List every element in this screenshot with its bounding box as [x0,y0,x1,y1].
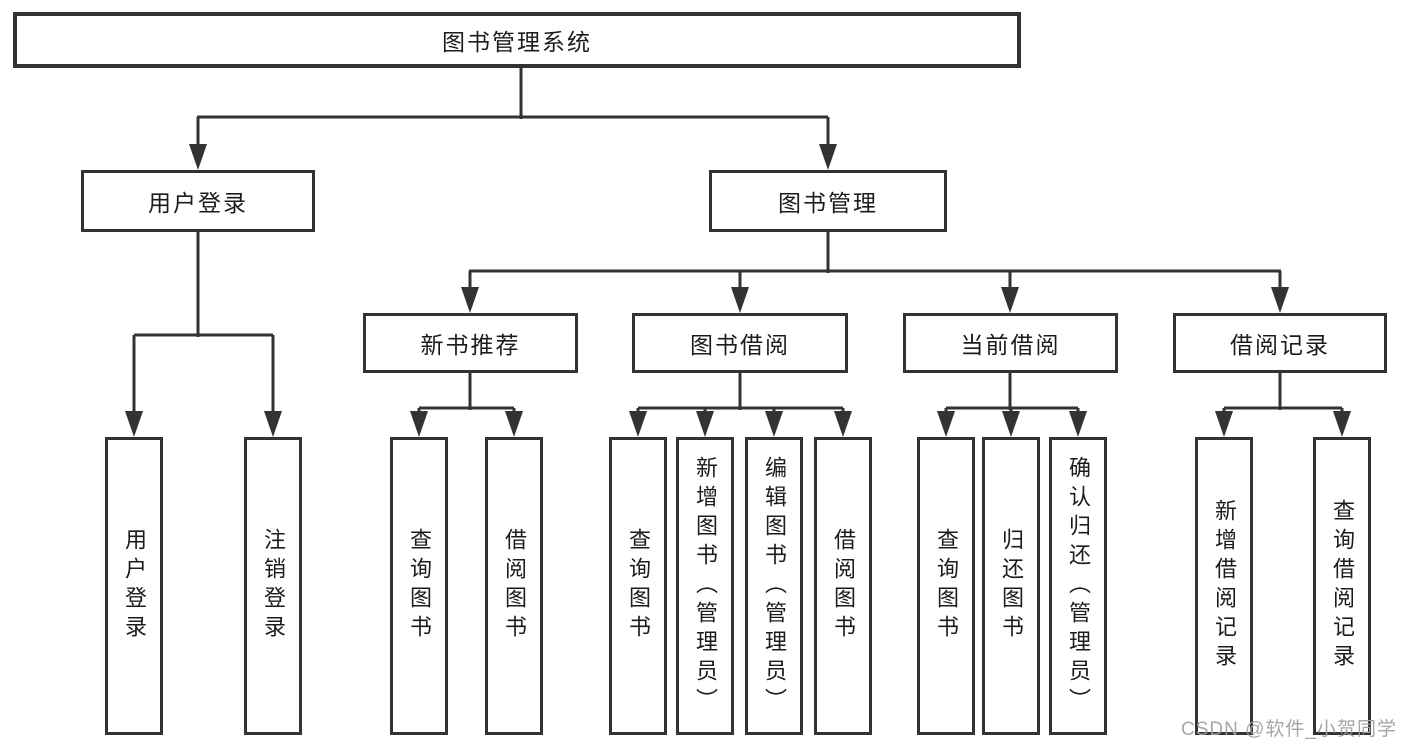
leaf-records-add-record: 新增借阅记录 [1195,437,1253,735]
leaf-borrow-edit-books-admin: 编辑图书（管理员） [745,437,803,735]
node-borrow-records: 借阅记录 [1173,313,1387,373]
connector-borrow-to-leaves [629,373,852,437]
leaf-login-user-login: 用户登录 [105,437,163,735]
connector-login-to-leaves [125,232,282,437]
node-new-book-recommend: 新书推荐 [363,313,578,373]
node-current-borrow: 当前借阅 [903,313,1118,373]
leaf-newbook-query-books: 查询图书 [390,437,448,735]
node-user-login: 用户登录 [81,170,315,232]
leaf-borrow-query-books: 查询图书 [609,437,667,735]
node-book-borrow: 图书借阅 [632,313,848,373]
node-root: 图书管理系统 [13,12,1021,68]
connector-root-to-level2 [189,68,837,170]
node-book-management: 图书管理 [709,170,947,232]
leaf-borrow-borrow-books: 借阅图书 [814,437,872,735]
leaf-current-confirm-return-admin: 确认归还（管理员） [1049,437,1107,735]
connector-records-to-leaves [1215,373,1351,437]
connector-current-to-leaves [937,373,1087,437]
leaf-borrow-add-books-admin: 新增图书（管理员） [676,437,734,735]
leaf-newbook-borrow-books: 借阅图书 [485,437,543,735]
leaf-login-logout: 注销登录 [244,437,302,735]
watermark: CSDN @软件_小贺同学 [1181,719,1397,740]
leaf-records-query-record: 查询借阅记录 [1313,437,1371,735]
connector-newbook-to-leaves [410,373,523,437]
connector-bookmgmt-to-level3 [461,232,1289,313]
leaf-current-query-books: 查询图书 [917,437,975,735]
leaf-current-return-books: 归还图书 [982,437,1040,735]
